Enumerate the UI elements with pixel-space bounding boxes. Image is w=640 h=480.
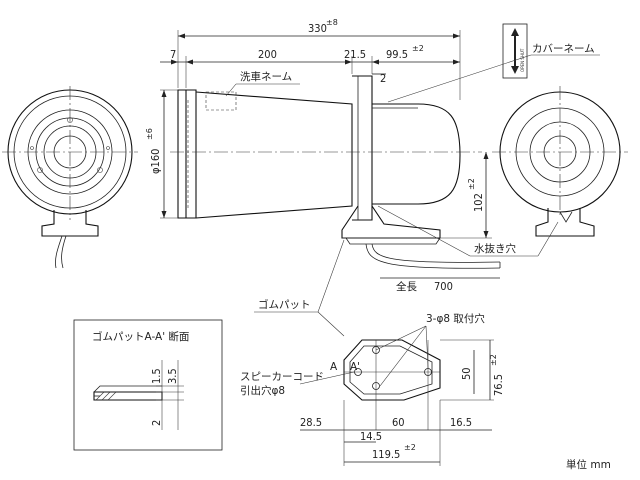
dim-base-119-5-tol: ±2	[404, 443, 416, 452]
section-marker-a: A	[330, 361, 338, 373]
dim-diameter: φ160	[149, 149, 162, 174]
open-shut-text: OPEN SHUT	[520, 48, 525, 72]
dim-base-119-5: 119.5	[372, 448, 400, 461]
height-dimension: 102 ±2	[440, 152, 492, 239]
dim-overall-length: 330	[308, 22, 327, 35]
dim-rubber-1-5: 1.5	[150, 368, 163, 384]
rear-view	[492, 86, 628, 237]
front-view	[2, 86, 138, 269]
dim-rear: 99.5	[386, 48, 408, 61]
dim-base-50: 50	[460, 367, 473, 380]
dim-height: 102	[472, 193, 485, 212]
side-view	[170, 75, 501, 269]
top-dimensions: 330 ±8 7 200 21.5 99.5 ±2 2	[160, 18, 461, 100]
section-marker-a-prime: A'	[350, 361, 360, 373]
total-length-dimension: 全長 700	[380, 277, 500, 293]
diameter-dimension: φ160 ±6	[145, 89, 178, 219]
dim-base-14-5: 14.5	[360, 430, 382, 443]
wash-name-label: 洗車ネーム	[240, 70, 292, 83]
wash-name-callout: 洗車ネーム	[225, 70, 300, 97]
dim-base-16-5: 16.5	[450, 416, 472, 429]
section-box: ゴムパットA-A' 断面 1.5 3.5 2	[73, 319, 223, 451]
drain-hole-label: 水抜き穴	[474, 242, 516, 255]
dim-diameter-tol: ±6	[145, 128, 154, 140]
dim-rear-tol: ±2	[412, 44, 424, 53]
dim-horn-length: 200	[258, 48, 277, 61]
dim-front-offset: 7	[170, 48, 176, 61]
cover-name-label: カバーネーム	[532, 43, 595, 55]
dim-flange-thickness: 2	[380, 72, 386, 85]
rubber-pad-callout: ゴムパット	[254, 239, 345, 337]
total-length-label: 全長	[396, 280, 417, 293]
rubber-pad-label: ゴムパット	[258, 298, 311, 311]
dim-height-tol: ±2	[467, 178, 476, 190]
dim-base-76-5-tol: ±2	[489, 354, 498, 366]
dim-total-length-value: 700	[434, 280, 453, 293]
unit-label: 単位 mm	[566, 458, 611, 471]
section-title: ゴムパットA-A' 断面	[92, 330, 189, 343]
dim-base-60: 60	[392, 416, 405, 429]
base-plan-view: A A' 3-φ8 取付穴 スピーカーコード 引出穴φ8 50 76.5 ±2 …	[240, 312, 505, 466]
speaker-cord-label-1: スピーカーコード	[240, 371, 324, 383]
cover-name-callout: OPEN SHUT カバーネーム	[387, 23, 600, 103]
dim-flange: 21.5	[344, 48, 366, 61]
dim-overall-tol: ±8	[326, 18, 338, 27]
dim-base-28-5: 28.5	[300, 416, 322, 429]
mount-holes-label: 3-φ8 取付穴	[426, 312, 485, 325]
drain-hole-callout: 水抜き穴	[377, 205, 559, 257]
dim-rubber-2: 2	[150, 420, 163, 426]
dim-rubber-3-5: 3.5	[166, 368, 179, 384]
speaker-cord-label-2: 引出穴φ8	[240, 384, 285, 397]
dim-base-76-5: 76.5	[492, 374, 505, 396]
